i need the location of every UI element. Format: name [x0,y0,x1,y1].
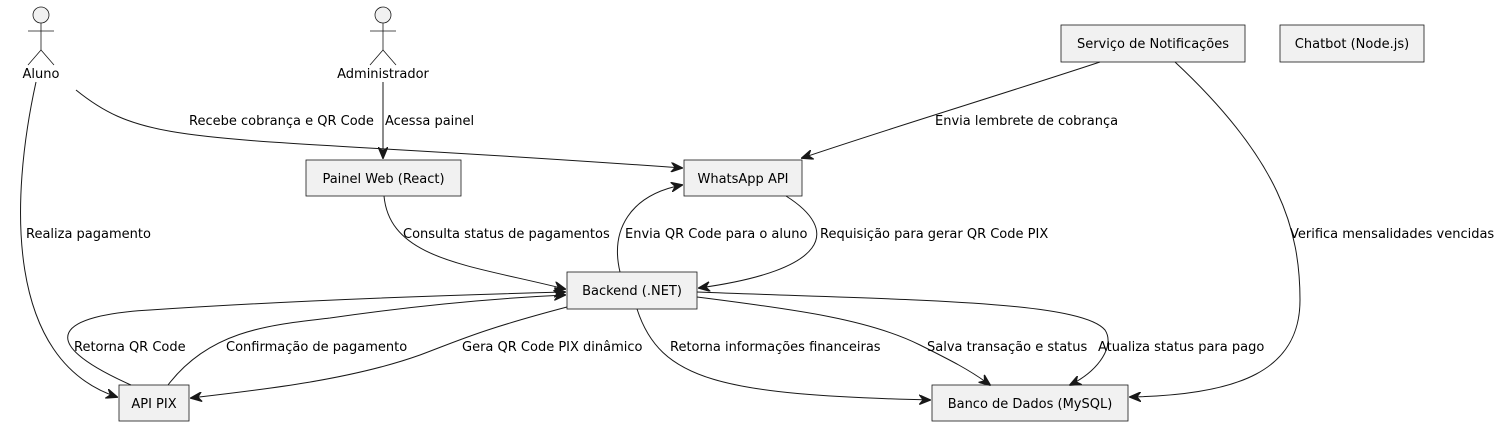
actor-administrador: Administrador [337,6,430,82]
actor-administrador-legs [369,49,397,66]
edge-label-retorna-info: Retorna informações financeiras [670,340,881,355]
node-notificacoes: Serviço de Notificações [1060,24,1246,63]
node-painel: Painel Web (React) [305,159,462,197]
edge-label-gera-qr: Gera QR Code PIX dinâmico [462,340,643,355]
edge-label-verifica-mensalidades: Verifica mensalidades vencidas [1290,227,1494,242]
edge-backend-banco-salva [696,296,990,385]
edge-label-retorna-qr: Retorna QR Code [74,340,186,355]
node-whatsapp-box [683,159,803,197]
node-banco-box [931,384,1129,422]
edge-aluno-apipix [20,81,117,397]
node-whatsapp-label: WhatsApp API [697,172,788,187]
actor-aluno: Aluno [23,6,60,82]
edge-label-acessa-painel: Acessa painel [385,114,474,129]
actor-aluno-legs [27,49,55,66]
edge-painel-backend [383,195,565,289]
edge-label-consulta-status: Consulta status de pagamentos [403,227,610,242]
node-painel-box [305,159,462,197]
node-painel-label: Painel Web (React) [322,172,444,187]
actor-administrador-label: Administrador [337,67,429,82]
edge-backend-banco-info [636,308,930,400]
edge-label-atualiza-status: Atualiza status para pago [1098,340,1264,355]
node-apipix-label: API PIX [131,397,176,412]
node-chatbot-label: Chatbot (Node.js) [1295,37,1409,52]
edge-apipix-backend-confirmacao [167,295,565,386]
edge-backend-banco-atualiza [696,291,1109,385]
actor-aluno-head [32,6,50,24]
edge-label-envia-qr: Envia QR Code para o aluno [625,227,807,242]
node-apipix-box [118,384,190,422]
edge-label-salva-transacao: Salva transação e status [927,340,1088,355]
edge-apipix-backend-qr [67,292,565,386]
edge-label-confirmacao-pagamento: Confirmação de pagamento [226,340,407,355]
node-whatsapp: WhatsApp API [683,159,803,197]
edge-notificacoes-whatsapp [802,61,1101,158]
node-chatbot-box [1279,24,1425,63]
node-notificacoes-box [1060,24,1246,63]
node-banco-label: Banco de Dados (MySQL) [948,397,1113,412]
actor-administrador-head [374,6,392,24]
edge-notificacoes-banco [1130,61,1301,397]
node-notificacoes-label: Serviço de Notificações [1077,37,1229,52]
node-backend: Backend (.NET) [566,271,698,310]
edge-label-envia-lembrete: Envia lembrete de cobrança [935,114,1118,129]
node-banco: Banco de Dados (MySQL) [931,384,1129,422]
edge-backend-apipix [191,306,568,398]
node-chatbot: Chatbot (Node.js) [1279,24,1425,63]
edge-label-realiza-pagamento: Realiza pagamento [26,227,151,242]
edge-backend-whatsapp [617,185,682,273]
edge-whatsapp-backend [699,195,818,288]
actor-aluno-label: Aluno [23,67,60,82]
node-backend-label: Backend (.NET) [582,284,682,299]
edge-aluno-whatsapp [75,89,682,168]
node-apipix: API PIX [118,384,190,422]
edge-label-requisicao-qr: Requisição para gerar QR Code PIX [820,227,1048,242]
edge-label-recebe-cobranca: Recebe cobrança e QR Code [189,114,374,129]
